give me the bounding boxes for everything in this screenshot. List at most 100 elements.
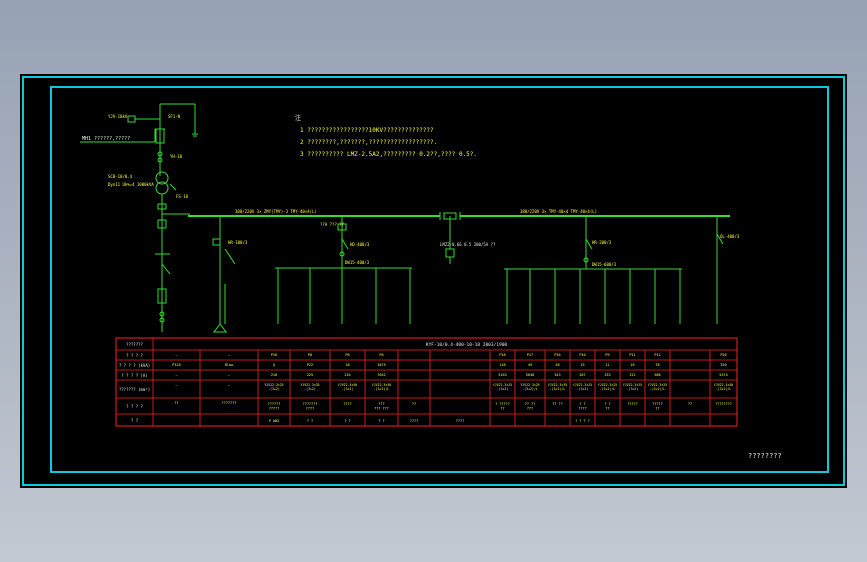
feeder-remark: P AB2: [269, 419, 280, 423]
notes-line-2: 2 ????????,???????,??????????????????.: [300, 139, 437, 146]
table-row-label: ? ? ? ?: [126, 404, 143, 409]
feeder-kw: P22: [307, 363, 313, 367]
feeder-no: P9: [605, 353, 609, 357]
cad-drawing-sheet: 注 1 ?????????????????10KV?????????????? …: [20, 74, 847, 488]
feeder-no: P20: [720, 353, 726, 357]
fixed-cell: Blow: [225, 363, 234, 367]
table-row-label: ??????? (mm²): [119, 387, 150, 392]
feeder-use: ??: [688, 402, 692, 406]
feeder-cable: -(3+2): [577, 387, 589, 391]
feeder-cable: -(3+2): [268, 387, 280, 391]
notes-line-3: 3 ?????????? LMZ-2.5A2,????????? 0.2??,?…: [300, 151, 477, 158]
left-ct-label: ??A ??? ??: [320, 222, 345, 227]
transformer-detail: Dyn11 Uk%=4 1000kVA: [108, 182, 154, 187]
notes-heading: 注: [295, 114, 301, 122]
feeder-cable: -(3+2)/L: [650, 387, 665, 391]
left-busbar-label: 380/220V 3× ZMY(TMY)-3 TMY-40×4(L): [235, 209, 317, 214]
inner-frame: [50, 86, 829, 473]
feeder-amp: 508: [654, 373, 660, 377]
feeder-amp: 5048: [526, 373, 534, 377]
notes-line-1: 1 ?????????????????10KV??????????????: [300, 127, 434, 134]
feeder-cable: YJV22-3×35: [548, 383, 567, 387]
transformer-label: SCB-10/0.4: [108, 174, 133, 179]
table-row-label: ? ? ? ? (A): [121, 373, 148, 378]
feeder-cable: -(3+2)/L: [522, 387, 537, 391]
feeder-remark: ? ?: [378, 419, 384, 423]
fixed-cell: P310: [172, 363, 180, 367]
feeder-use: ?????: [652, 402, 663, 406]
surge-label: FS-10: [176, 194, 189, 199]
feeder-remark: ? ?: [344, 419, 350, 423]
feeder-use: ?????: [627, 402, 638, 406]
feeder-use: ???: [378, 402, 384, 406]
feeder-use: ????: [306, 407, 314, 411]
feeder-cable: YJV22-3×25: [264, 383, 283, 387]
feeder-use: ? ?????: [495, 402, 510, 406]
table-row-label: ???????: [126, 342, 143, 347]
main-busbar: [188, 212, 730, 264]
feeder-use: ????: [343, 402, 351, 406]
feeder-no: P10: [579, 353, 585, 357]
feeder-use: ??: [412, 402, 416, 406]
cable-label: YJV-10kV: [108, 114, 128, 119]
feeder-use: ?? ??: [525, 402, 536, 406]
left-pt-label: HR-100/3: [228, 240, 248, 245]
feeder-use: ? ?: [604, 402, 610, 406]
feeder-use: ??: [605, 407, 609, 411]
switchgear-schedule-table: KYF-10/0.4-400-10-10 2003/1900???????? ?…: [115, 337, 738, 427]
feeder-kw: T8: [655, 363, 659, 367]
feeder-use: ?? ??: [552, 402, 563, 406]
feeder-remark: ? ? ? ?: [575, 419, 590, 423]
switch-label: SF1-N: [168, 114, 181, 119]
right-switch-label: HR-200/3: [592, 240, 612, 245]
feeder-use: ????: [578, 407, 586, 411]
feeder-cable: -(3+2)/L: [716, 387, 731, 391]
left-metering-branch: [212, 216, 236, 333]
feeder-no: P16: [271, 353, 277, 357]
right-feed-label: QL-400/3: [720, 234, 740, 239]
fixed-cell: ??: [174, 401, 178, 405]
feeder-cable: -(3+2): [342, 387, 354, 391]
feeder-amp: 210: [271, 373, 277, 377]
feeder-cable: YJV22-3×25: [623, 383, 642, 387]
feeder-cable: -(3+2): [304, 387, 316, 391]
feeder-amp: 216: [344, 373, 350, 377]
feeder-cable: -(3+2)/L: [600, 387, 615, 391]
feeder-use: ?????: [269, 407, 280, 411]
feeder-no: P17: [527, 353, 533, 357]
fixed-cell: —: [175, 353, 178, 357]
fixed-cell: —: [228, 373, 231, 377]
feeder-use: ? ?: [579, 402, 585, 406]
feeder-no: P8: [308, 353, 312, 357]
feeder-amp: 543: [554, 373, 560, 377]
feeder-no: P11: [629, 353, 635, 357]
feeder-kw: 11: [605, 363, 609, 367]
feeder-kw: 118: [499, 363, 505, 367]
feeder-amp: 207: [579, 373, 585, 377]
feeder-kw: 15: [580, 363, 584, 367]
feeder-amp: 311: [629, 373, 635, 377]
feeder-amp: 7042: [377, 373, 385, 377]
feeder-no: P12: [654, 353, 660, 357]
table-title: KYF-10/0.4-400-10-10 2003/1900: [426, 342, 508, 348]
feeder-remark: ? ?: [307, 419, 313, 423]
fixed-cell: —: [175, 373, 178, 377]
right-breaker-label: DW15-600/3: [592, 262, 617, 267]
feeder-kw: 1875: [377, 363, 385, 367]
feeder-no: P6: [345, 353, 349, 357]
feeder-kw: 320: [720, 363, 726, 367]
feeder-cable: -(3+2): [497, 387, 509, 391]
tie-label: LMZ2-0.66 0.5 200/5A ??: [440, 242, 496, 247]
fixed-cell: —: [228, 383, 231, 387]
feeder-cable: YJV22-3×25: [493, 383, 512, 387]
feeder-cable: YJV22-3×25: [573, 383, 592, 387]
outer-frame: [22, 76, 845, 486]
feeder-cable: -(3+2)/L: [374, 387, 389, 391]
fixed-cell: —: [175, 383, 178, 387]
feeder-cable: -(3+2)/L: [550, 387, 565, 391]
table-row-label: ? ? ? ?: [126, 353, 143, 358]
feeder-cable: YJV22-3×25: [648, 383, 667, 387]
feeder-kw: 18: [345, 363, 349, 367]
feeder-use: ????????: [715, 402, 732, 406]
feeder-use: ??????: [268, 402, 281, 406]
